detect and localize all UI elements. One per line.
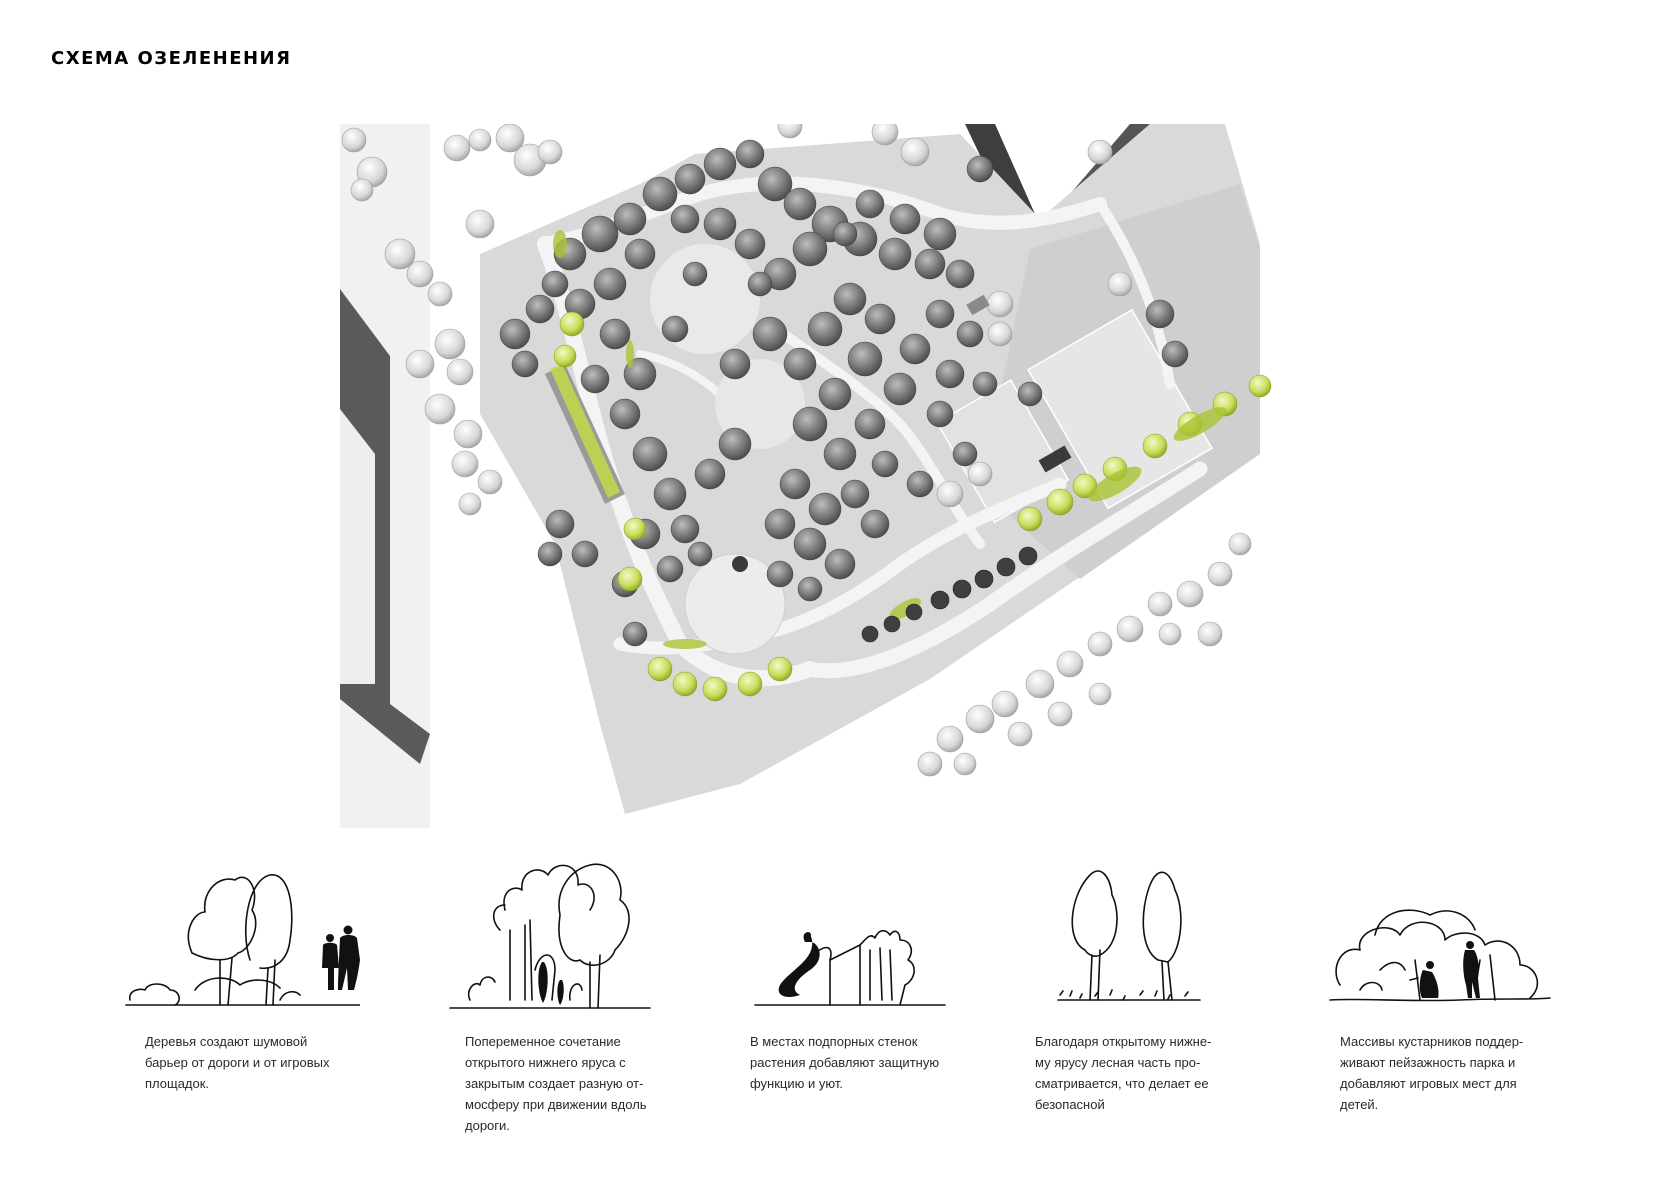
sketch-alternating-understory — [430, 850, 670, 1010]
shrub-beds — [553, 230, 1227, 649]
caption-5: Массивы кустарников поддер- живают пейза… — [1340, 1034, 1524, 1112]
caption-4: Благодаря открытому нижне- му ярусу лесн… — [1035, 1034, 1212, 1112]
play-plaza — [715, 359, 805, 449]
street-trees-light — [341, 124, 1252, 777]
page-title: СХЕМА ОЗЕЛЕНЕНИЯ — [51, 48, 292, 69]
building — [340, 409, 375, 684]
sketch-shrub-masses — [1320, 850, 1560, 1010]
sketch-retaining-wall — [750, 850, 990, 1010]
caption-3: В местах подпорных стенок растения добав… — [750, 1034, 940, 1091]
sketch-open-understory — [1040, 850, 1280, 1010]
play-plaza — [684, 553, 786, 655]
caption-1: Деревья создают шумовой барьер от дороги… — [145, 1034, 330, 1091]
forest-canopy — [499, 139, 1189, 647]
landscaping-site-plan — [340, 124, 1340, 828]
conifer-row — [861, 546, 1038, 643]
sketch-noise-barrier — [120, 850, 360, 1010]
caption-2: Попеременное сочетание открытого нижнего… — [465, 1034, 647, 1133]
